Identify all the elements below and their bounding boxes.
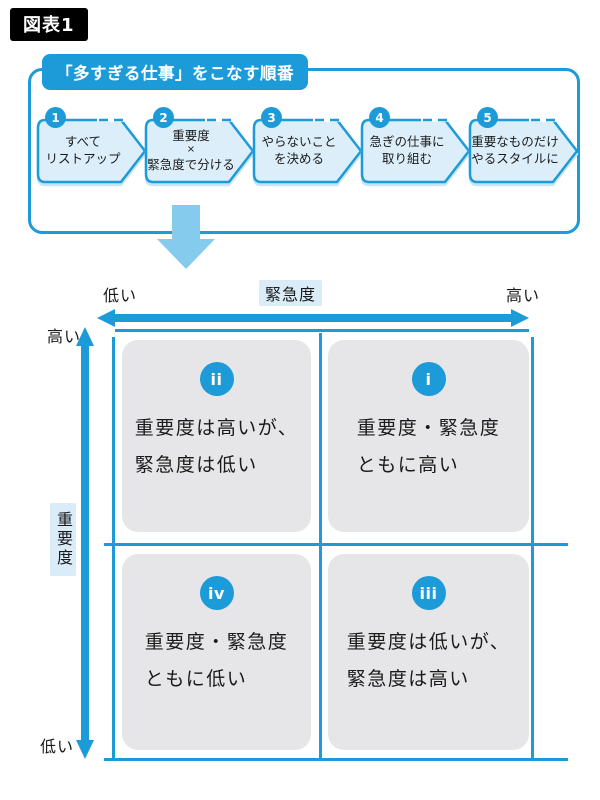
quadrant-iv-text: 重要度・緊急度 ともに低い <box>122 624 311 698</box>
arrow-left-icon <box>97 309 115 327</box>
step-label-line: 急ぎの仕事に <box>369 133 445 149</box>
urgency-high-label: 高い <box>506 286 541 305</box>
quadrant-text-line: 緊急度は低い <box>134 454 258 477</box>
step-label-line: すべて <box>64 133 102 149</box>
figure-label: 図表1 <box>10 8 88 41</box>
matrix-grid-line-middle <box>104 543 568 546</box>
down-arrow-icon <box>157 239 215 269</box>
step-label-line: やるスタイルに <box>471 151 559 166</box>
quadrant-text-line: 緊急度は高い <box>346 668 470 691</box>
step-label-line: リストアップ <box>45 151 121 166</box>
step-number-badge: 3 <box>261 107 282 128</box>
quadrant-text-line: 重要度・緊急度 <box>356 417 501 439</box>
importance-high-label: 高い <box>47 327 82 346</box>
chevron-shape <box>360 118 471 184</box>
urgency-axis-arrow <box>114 314 512 322</box>
matrix-grid-line-bottom <box>104 758 568 761</box>
flow-step-4: 4 急ぎの仕事に 取り組む <box>359 107 471 185</box>
step-number-badge: 4 <box>369 107 390 128</box>
quadrant-i-badge: i <box>411 362 446 396</box>
step-label-line: 重要度 <box>172 128 210 143</box>
flow-title: 「多すぎる仕事」をこなす順番 <box>42 54 308 90</box>
step-label: 重要なものだけ やるスタイルに <box>469 118 561 182</box>
quadrant-iii: iii 重要度は低いが、 緊急度は高い <box>328 554 529 750</box>
quadrant-iii-badge: iii <box>411 576 446 610</box>
quadrant-text-line: 重要度・緊急度 <box>144 631 289 653</box>
down-arrow-shaft <box>172 205 200 240</box>
urgency-low-label: 低い <box>103 286 138 305</box>
quadrant-iv: iv 重要度・緊急度 ともに低い <box>122 554 311 750</box>
flow-step-5: 5 重要なものだけ やるスタイルに <box>467 107 579 185</box>
arrow-right-icon <box>511 309 529 327</box>
quadrant-ii-text: 重要度は高いが、 緊急度は低い <box>122 410 311 484</box>
importance-low-label: 低い <box>40 737 75 756</box>
matrix-grid-line-left <box>112 337 115 758</box>
importance-axis-arrow <box>81 345 89 741</box>
step-label-line: を決める <box>273 151 324 166</box>
quadrant-ii: ii 重要度は高いが、 緊急度は低い <box>122 340 311 532</box>
arrow-down-icon <box>76 740 94 759</box>
step-label: やらないこと を決める <box>253 118 345 182</box>
arrow-up-icon <box>76 327 94 346</box>
quadrant-ii-badge: ii <box>199 362 234 396</box>
importance-axis-label: 重要度 <box>50 503 76 576</box>
quadrant-text-line: 重要度は高いが、 <box>134 417 299 439</box>
chevron-shape <box>468 118 579 184</box>
chevron-shape <box>144 118 255 184</box>
quadrant-iv-badge: iv <box>199 576 234 610</box>
step-label-line: やらないこと <box>261 133 337 149</box>
step-label-line: 緊急度で分ける <box>147 156 235 172</box>
step-label: 重要度 × 緊急度で分ける <box>145 118 237 182</box>
quadrant-text-line: ともに低い <box>144 668 248 691</box>
step-label: すべて リストアップ <box>37 118 129 182</box>
step-number-badge: 5 <box>477 107 498 128</box>
flow-step-1: 1 すべて リストアップ <box>35 107 147 185</box>
step-label-line: 重要なものだけ <box>471 133 559 149</box>
matrix-grid-line-center <box>319 333 322 758</box>
flow-step-3: 3 やらないこと を決める <box>251 107 363 185</box>
chevron-shape <box>36 118 147 184</box>
step-number-badge: 1 <box>45 107 66 128</box>
step-number-badge: 2 <box>153 107 174 128</box>
quadrant-i-text: 重要度・緊急度 ともに高い <box>328 410 529 484</box>
flow-step-2: 2 重要度 × 緊急度で分ける <box>143 107 255 185</box>
matrix-grid-line-top <box>115 329 529 332</box>
quadrant-text-line: 重要度は低いが、 <box>346 631 511 653</box>
step-label-line: 取り組む <box>381 151 432 166</box>
step-label: 急ぎの仕事に 取り組む <box>361 118 453 182</box>
step-label-line: × <box>186 144 196 156</box>
urgency-axis-label: 緊急度 <box>259 280 323 306</box>
quadrant-iii-text: 重要度は低いが、 緊急度は高い <box>328 624 529 698</box>
matrix-grid-line-right <box>531 337 534 758</box>
chevron-shape <box>252 118 363 184</box>
quadrant-i: i 重要度・緊急度 ともに高い <box>328 340 529 532</box>
quadrant-text-line: ともに高い <box>356 454 460 477</box>
